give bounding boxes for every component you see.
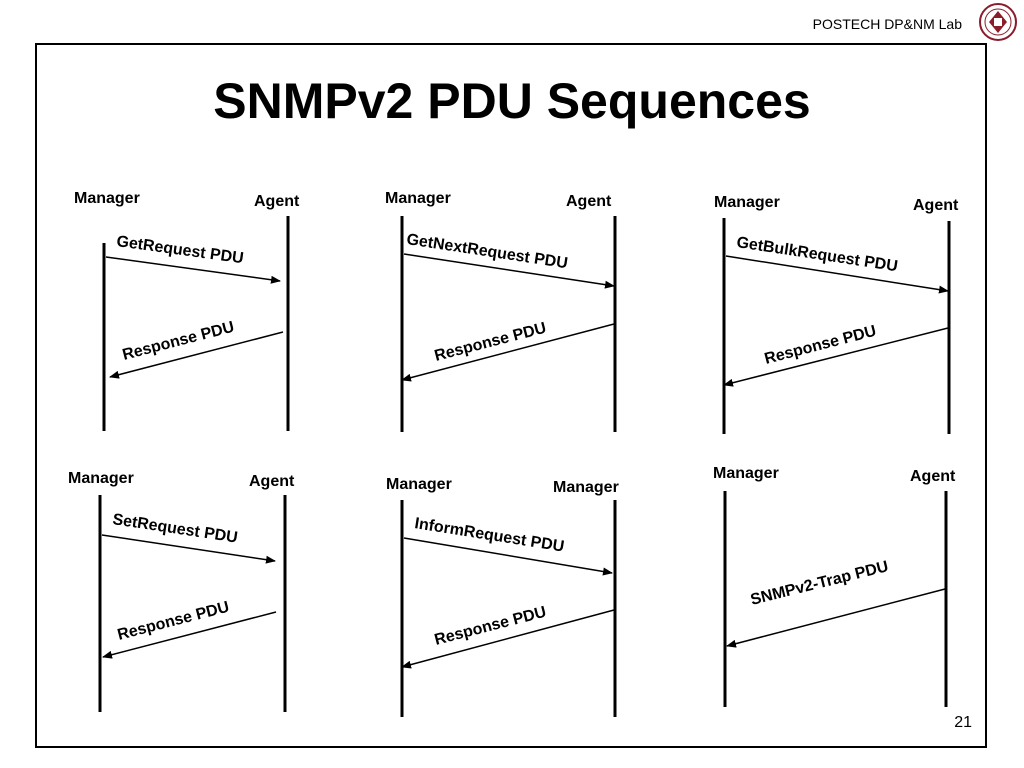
left-role-label: Manager — [386, 476, 452, 493]
sequence-getnextrequest: Manager Agent GetNextRequest PDU Respons… — [385, 190, 617, 432]
response-label: Response PDU — [121, 319, 236, 364]
left-role-label: Manager — [713, 465, 779, 482]
response-arrow — [723, 327, 949, 387]
response-arrow — [401, 323, 615, 382]
sequence-getrequest: Manager Agent GetRequest PDU Response PD… — [74, 190, 300, 431]
left-role-label: Manager — [68, 470, 134, 487]
request-arrow — [725, 255, 949, 294]
trap-arrow — [726, 588, 946, 648]
right-role-label: Agent — [913, 197, 959, 214]
left-role-label: Manager — [74, 190, 140, 207]
request-arrow — [403, 253, 615, 289]
left-role-label: Manager — [714, 194, 780, 211]
slide-title: SNMPv2 PDU Sequences — [213, 73, 811, 129]
sequence-getbulkrequest: Manager Agent GetBulkRequest PDU Respons… — [714, 194, 959, 434]
postech-seal-icon — [979, 3, 1017, 41]
response-label: Response PDU — [433, 320, 548, 365]
request-arrow — [101, 534, 276, 564]
sequence-trap: Manager Agent SNMPv2-Trap PDU — [713, 465, 956, 707]
response-arrow — [401, 609, 615, 669]
right-role-label: Agent — [254, 193, 300, 210]
lab-name: POSTECH DP&NM Lab — [812, 16, 962, 32]
right-role-label: Agent — [249, 473, 295, 490]
request-arrow — [105, 256, 281, 284]
request-label: GetBulkRequest PDU — [735, 234, 898, 275]
response-arrow — [109, 331, 284, 379]
request-label: GetRequest PDU — [115, 233, 244, 267]
sequence-setrequest: Manager Agent SetRequest PDU Response PD… — [68, 470, 295, 712]
page-number: 21 — [954, 714, 972, 731]
request-arrow — [403, 537, 613, 576]
response-label: Response PDU — [433, 604, 548, 649]
left-role-label: Manager — [385, 190, 451, 207]
right-role-label: Agent — [910, 468, 956, 485]
request-label: InformRequest PDU — [413, 515, 565, 555]
request-label: SetRequest PDU — [111, 511, 238, 546]
slide-frame — [35, 43, 987, 748]
right-role-label: Manager — [553, 479, 619, 496]
response-arrow — [102, 611, 277, 659]
right-role-label: Agent — [566, 193, 612, 210]
trap-label: SNMPv2-Trap PDU — [749, 558, 890, 609]
response-label: Response PDU — [116, 599, 231, 644]
sequence-informrequest: Manager Manager InformRequest PDU Respon… — [386, 476, 619, 717]
